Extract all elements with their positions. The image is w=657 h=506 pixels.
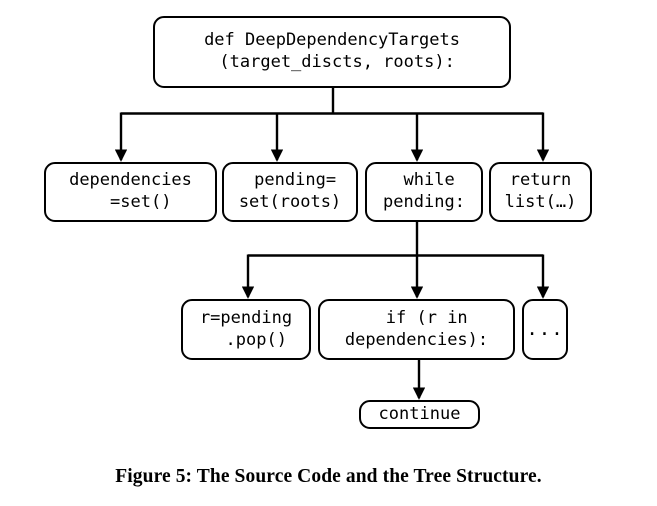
node-def-deepdependencytargets[interactable]: def DeepDependencyTargets (target_discts… — [153, 16, 511, 88]
node-text-line2: =set() — [89, 192, 172, 212]
node-while-pending[interactable]: while pending: — [365, 162, 483, 222]
node-ellipsis[interactable]: ... — [522, 299, 568, 360]
node-continue-statement[interactable]: continue — [359, 400, 480, 429]
node-text-line2: pending: — [383, 192, 465, 212]
node-text-line1: continue — [378, 403, 461, 424]
node-return-list[interactable]: return list(…) — [489, 162, 592, 222]
node-text-line1: while — [393, 170, 455, 191]
node-text-line1: return — [509, 170, 572, 191]
node-if-r-in-dependencies[interactable]: if (r in dependencies): — [318, 299, 515, 360]
node-dependencies-set[interactable]: dependencies =set() — [44, 162, 217, 222]
node-text-line2: list(…) — [504, 192, 577, 212]
figure-caption: Figure 5: The Source Code and the Tree S… — [115, 466, 542, 487]
node-text-line1: pending= — [243, 170, 337, 191]
node-text-line2: dependencies): — [344, 329, 489, 350]
node-text-line1: dependencies — [69, 170, 192, 191]
node-text-line1: ... — [526, 318, 564, 341]
node-pending-set-roots[interactable]: pending= set(roots) — [222, 162, 358, 222]
node-text-line1: r=pending — [199, 307, 293, 328]
node-r-pending-pop[interactable]: r=pending .pop() — [181, 299, 311, 360]
node-text-line1: if (r in — [365, 307, 468, 328]
node-text-line2: (target_discts, roots): — [209, 52, 455, 72]
node-text-line2: set(roots) — [238, 192, 342, 212]
node-text-line1: def DeepDependencyTargets — [204, 30, 460, 51]
node-text-line2: .pop() — [205, 329, 287, 350]
